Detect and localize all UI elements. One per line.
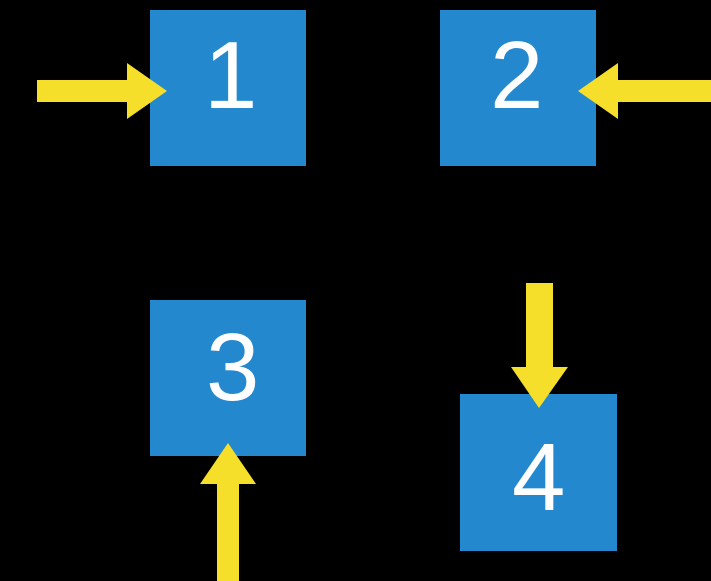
diagram-node-3[interactable] xyxy=(150,300,306,456)
diagram-node-label: 4 xyxy=(512,424,566,531)
diagram-node-label: 2 xyxy=(490,22,544,129)
arrow-up-icon xyxy=(200,443,256,581)
diagram-node-label: 1 xyxy=(204,22,258,129)
arrow-left-icon xyxy=(578,63,711,119)
diagram-node-1[interactable] xyxy=(150,10,306,166)
diagram-node-label: 3 xyxy=(206,314,260,421)
diagram-node-4[interactable] xyxy=(460,394,617,551)
diagram-node-2[interactable] xyxy=(440,10,596,166)
arrow-right-icon xyxy=(37,63,167,119)
arrow-down-icon xyxy=(511,283,568,408)
